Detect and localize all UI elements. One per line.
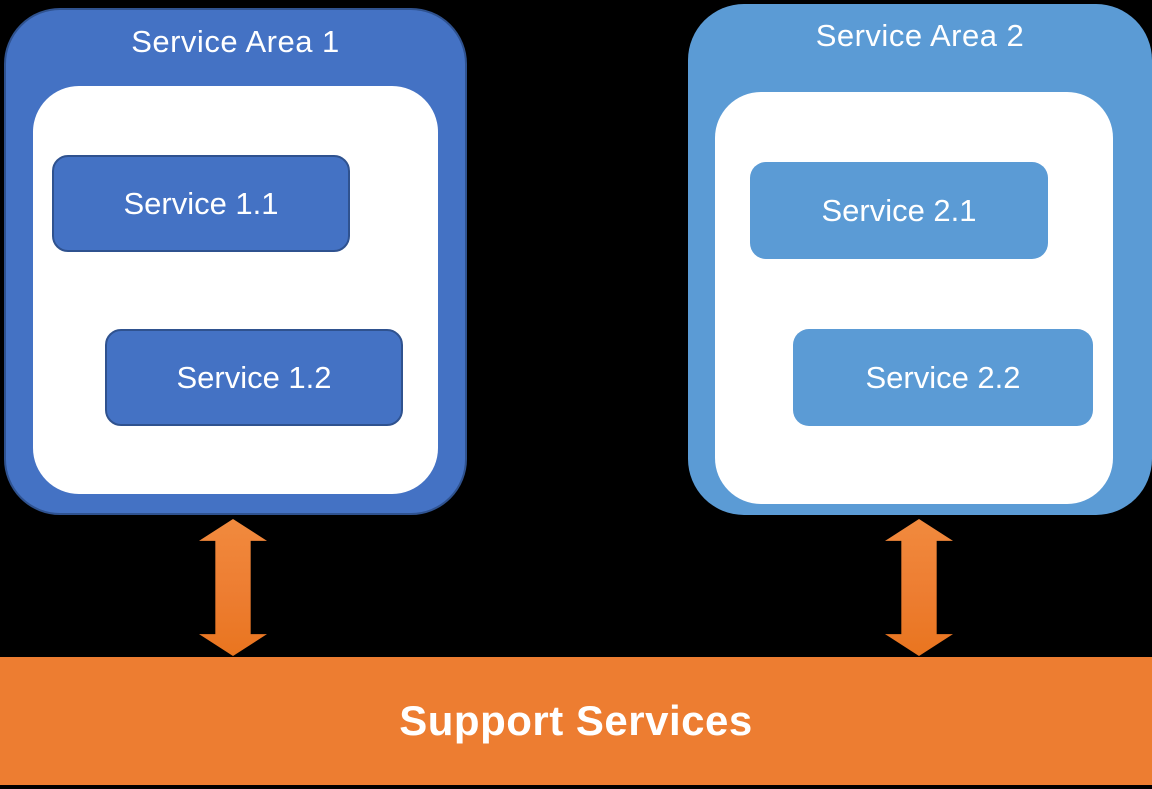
service-area-1-panel: Service 1.1 Service 1.2 — [33, 86, 438, 494]
service-box-2-2: Service 2.2 — [793, 329, 1093, 426]
service-box-1-1-label: Service 1.1 — [123, 185, 279, 221]
service-box-2-2-label: Service 2.2 — [865, 359, 1021, 395]
service-area-2-container: Service Area 2 Service 2.1 Service 2.2 — [688, 4, 1152, 515]
service-area-2-panel: Service 2.1 Service 2.2 — [715, 92, 1113, 504]
double-arrow-icon-right — [885, 519, 953, 656]
support-services-label: Support Services — [399, 697, 753, 744]
service-box-1-2-label: Service 1.2 — [176, 359, 332, 395]
service-box-1-2: Service 1.2 — [105, 329, 403, 426]
service-area-1-container: Service Area 1 Service 1.1 Service 1.2 — [4, 8, 467, 515]
double-arrow-icon-left — [199, 519, 267, 656]
service-area-1-title: Service Area 1 — [131, 24, 340, 59]
service-box-1-1: Service 1.1 — [52, 155, 350, 252]
support-services-bar: Support Services — [0, 657, 1152, 785]
service-area-2-title: Service Area 2 — [815, 18, 1025, 53]
service-box-2-1: Service 2.1 — [750, 162, 1048, 259]
service-box-2-1-label: Service 2.1 — [821, 192, 977, 228]
